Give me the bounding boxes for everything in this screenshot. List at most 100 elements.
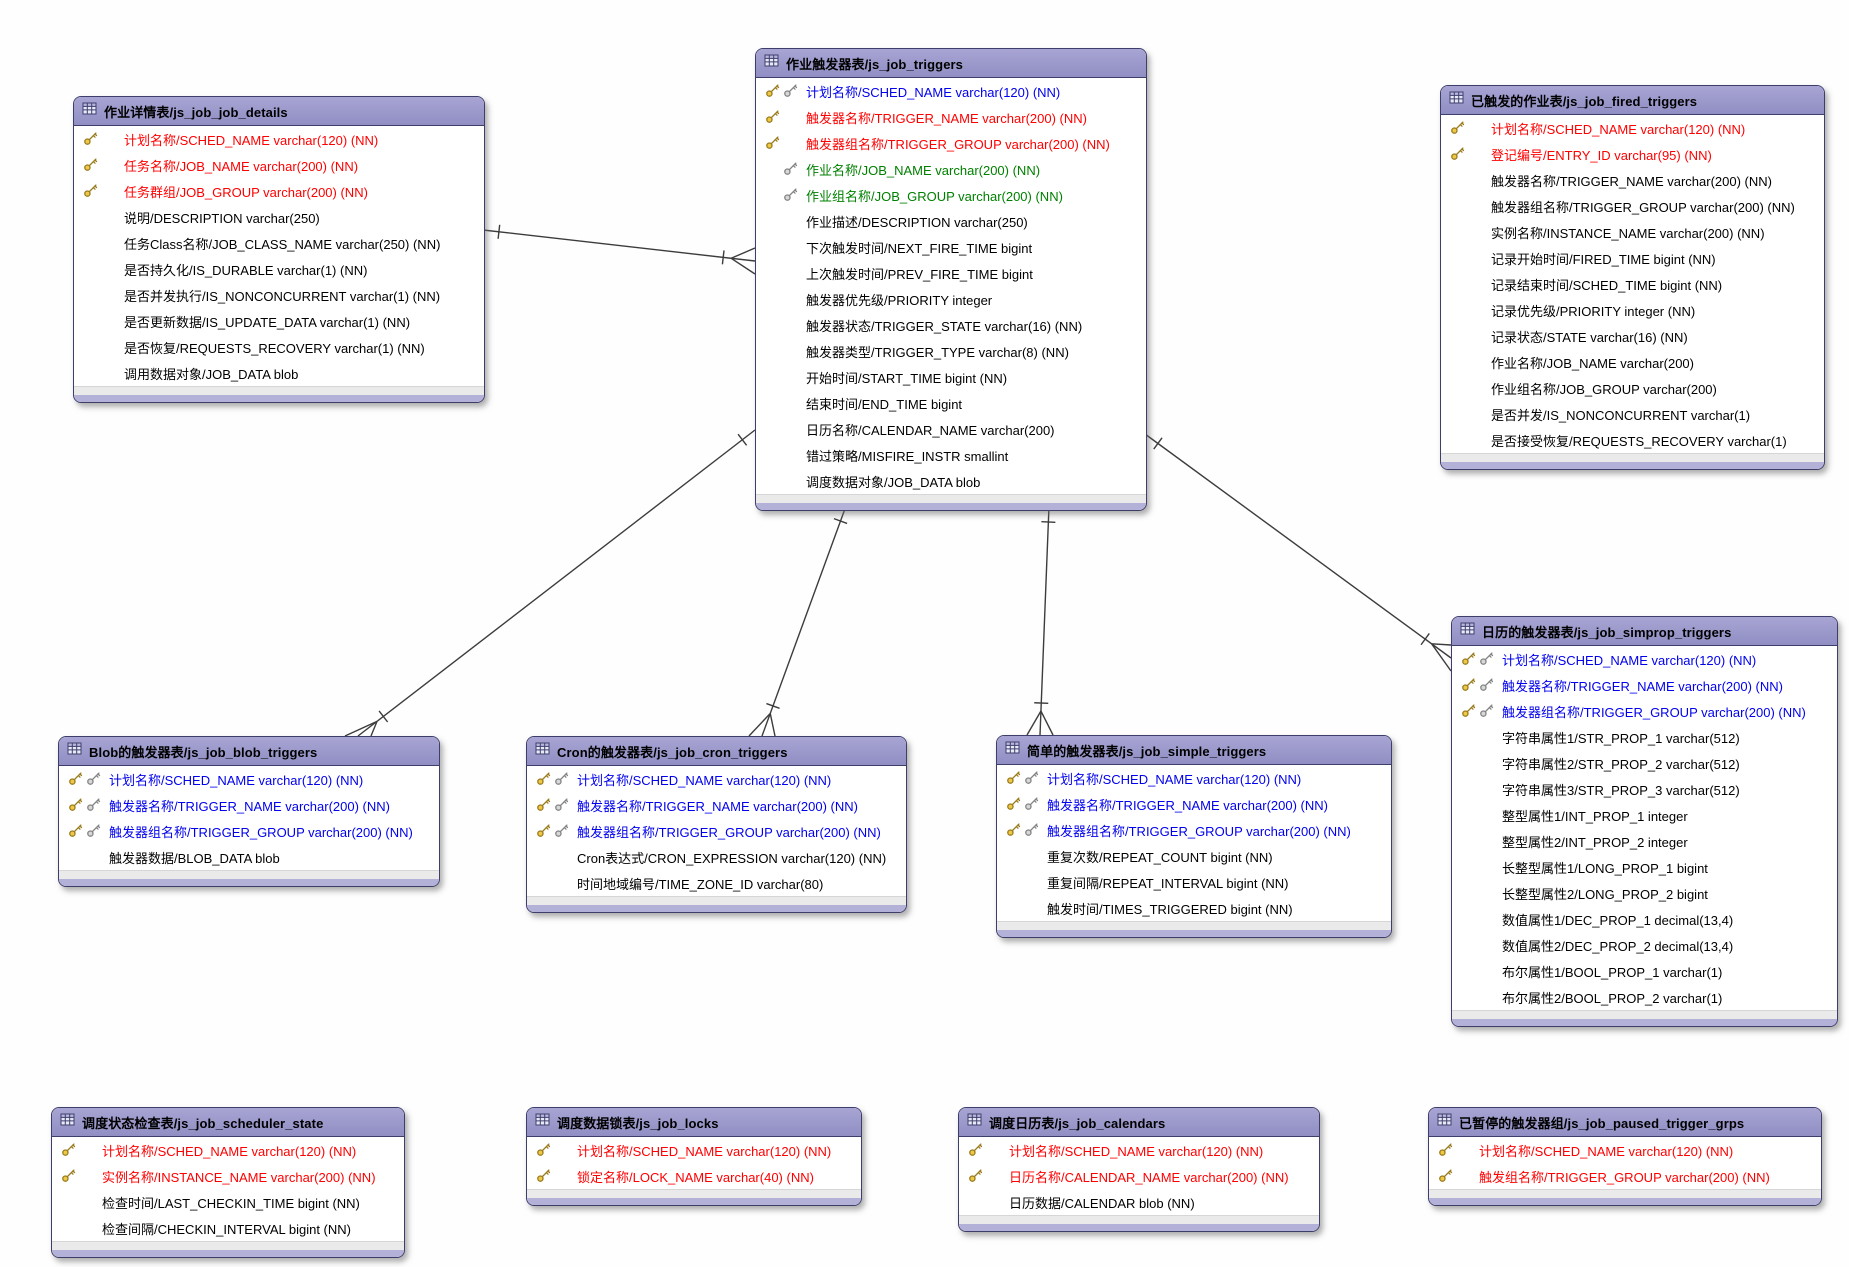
- field-row[interactable]: 记录状态/STATE varchar(16) (NN): [1441, 323, 1824, 349]
- field-row[interactable]: 是否并发/IS_NONCONCURRENT varchar(1): [1441, 401, 1824, 427]
- field-row[interactable]: 触发器组名称/TRIGGER_GROUP varchar(200) (NN): [997, 817, 1391, 843]
- field-row[interactable]: 作业组名称/JOB_GROUP varchar(200) (NN): [756, 182, 1146, 208]
- field-row[interactable]: 日历数据/CALENDAR blob (NN): [959, 1189, 1319, 1215]
- field-row[interactable]: 计划名称/SCHED_NAME varchar(120) (NN): [997, 765, 1391, 791]
- field-row[interactable]: 数值属性1/DEC_PROP_1 decimal(13,4): [1452, 906, 1837, 932]
- field-row[interactable]: 开始时间/START_TIME bigint (NN): [756, 364, 1146, 390]
- field-row[interactable]: 实例名称/INSTANCE_NAME varchar(200) (NN): [52, 1163, 404, 1189]
- field-row[interactable]: 整型属性2/INT_PROP_2 integer: [1452, 828, 1837, 854]
- field-row[interactable]: 计划名称/SCHED_NAME varchar(120) (NN): [59, 766, 439, 792]
- field-row[interactable]: 重复间隔/REPEAT_INTERVAL bigint (NN): [997, 869, 1391, 895]
- field-row[interactable]: 日历名称/CALENDAR_NAME varchar(200) (NN): [959, 1163, 1319, 1189]
- field-row[interactable]: 登记编号/ENTRY_ID varchar(95) (NN): [1441, 141, 1824, 167]
- field-row[interactable]: 任务群组/JOB_GROUP varchar(200) (NN): [74, 178, 484, 204]
- field-row[interactable]: 触发器组名称/TRIGGER_GROUP varchar(200) (NN): [756, 130, 1146, 156]
- field-row[interactable]: 触发器状态/TRIGGER_STATE varchar(16) (NN): [756, 312, 1146, 338]
- entity-header-js_job_cron_triggers[interactable]: Cron的触发器表/js_job_cron_triggers: [527, 737, 906, 766]
- field-row[interactable]: 触发器名称/TRIGGER_NAME varchar(200) (NN): [59, 792, 439, 818]
- field-row[interactable]: 是否持久化/IS_DURABLE varchar(1) (NN): [74, 256, 484, 282]
- field-row[interactable]: 是否接受恢复/REQUESTS_RECOVERY varchar(1): [1441, 427, 1824, 453]
- entity-header-js_job_simprop_triggers[interactable]: 日历的触发器表/js_job_simprop_triggers: [1452, 617, 1837, 646]
- field-row[interactable]: 任务名称/JOB_NAME varchar(200) (NN): [74, 152, 484, 178]
- field-row[interactable]: 触发器组名称/TRIGGER_GROUP varchar(200) (NN): [59, 818, 439, 844]
- field-row[interactable]: 检查间隔/CHECKIN_INTERVAL bigint (NN): [52, 1215, 404, 1241]
- field-row[interactable]: 整型属性1/INT_PROP_1 integer: [1452, 802, 1837, 828]
- field-row[interactable]: 计划名称/SCHED_NAME varchar(120) (NN): [527, 1137, 861, 1163]
- field-row[interactable]: 触发器名称/TRIGGER_NAME varchar(200) (NN): [997, 791, 1391, 817]
- field-row[interactable]: 作业描述/DESCRIPTION varchar(250): [756, 208, 1146, 234]
- field-row[interactable]: 记录优先级/PRIORITY integer (NN): [1441, 297, 1824, 323]
- field-row[interactable]: 计划名称/SCHED_NAME varchar(120) (NN): [74, 126, 484, 152]
- field-row[interactable]: 布尔属性1/BOOL_PROP_1 varchar(1): [1452, 958, 1837, 984]
- field-row[interactable]: 计划名称/SCHED_NAME varchar(120) (NN): [1429, 1137, 1821, 1163]
- field-row[interactable]: 锁定名称/LOCK_NAME varchar(40) (NN): [527, 1163, 861, 1189]
- entity-header-js_job_blob_triggers[interactable]: Blob的触发器表/js_job_blob_triggers: [59, 737, 439, 766]
- entity-header-js_job_job_details[interactable]: 作业详情表/js_job_job_details: [74, 97, 484, 126]
- field-row[interactable]: 错过策略/MISFIRE_INSTR smallint: [756, 442, 1146, 468]
- entity-header-js_job_triggers[interactable]: 作业触发器表/js_job_triggers: [756, 49, 1146, 78]
- field-row[interactable]: 计划名称/SCHED_NAME varchar(120) (NN): [527, 766, 906, 792]
- field-row[interactable]: 长整型属性1/LONG_PROP_1 bigint: [1452, 854, 1837, 880]
- field-row[interactable]: 触发器名称/TRIGGER_NAME varchar(200) (NN): [1452, 672, 1837, 698]
- field-row[interactable]: 记录开始时间/FIRED_TIME bigint (NN): [1441, 245, 1824, 271]
- entity-header-js_job_paused_trigger_grps[interactable]: 已暂停的触发器组/js_job_paused_trigger_grps: [1429, 1108, 1821, 1137]
- field-row[interactable]: 触发器类型/TRIGGER_TYPE varchar(8) (NN): [756, 338, 1146, 364]
- entity-header-js_job_scheduler_state[interactable]: 调度状态检查表/js_job_scheduler_state: [52, 1108, 404, 1137]
- field-row[interactable]: 作业组名称/JOB_GROUP varchar(200): [1441, 375, 1824, 401]
- field-row[interactable]: 触发组名称/TRIGGER_GROUP varchar(200) (NN): [1429, 1163, 1821, 1189]
- field-row[interactable]: 触发器数据/BLOB_DATA blob: [59, 844, 439, 870]
- field-row[interactable]: 字符串属性2/STR_PROP_2 varchar(512): [1452, 750, 1837, 776]
- field-row[interactable]: 触发器组名称/TRIGGER_GROUP varchar(200) (NN): [1452, 698, 1837, 724]
- field-row[interactable]: 是否恢复/REQUESTS_RECOVERY varchar(1) (NN): [74, 334, 484, 360]
- field-row[interactable]: 调度数据对象/JOB_DATA blob: [756, 468, 1146, 494]
- entity-header-js_job_locks[interactable]: 调度数据锁表/js_job_locks: [527, 1108, 861, 1137]
- field-row[interactable]: 调用数据对象/JOB_DATA blob: [74, 360, 484, 386]
- field-row[interactable]: 上次触发时间/PREV_FIRE_TIME bigint: [756, 260, 1146, 286]
- field-row[interactable]: 长整型属性2/LONG_PROP_2 bigint: [1452, 880, 1837, 906]
- entity-header-js_job_simple_triggers[interactable]: 简单的触发器表/js_job_simple_triggers: [997, 736, 1391, 765]
- field-row[interactable]: 作业名称/JOB_NAME varchar(200): [1441, 349, 1824, 375]
- field-row[interactable]: 触发时间/TIMES_TRIGGERED bigint (NN): [997, 895, 1391, 921]
- field-row[interactable]: 字符串属性1/STR_PROP_1 varchar(512): [1452, 724, 1837, 750]
- field-row[interactable]: 日历名称/CALENDAR_NAME varchar(200): [756, 416, 1146, 442]
- field-row[interactable]: 是否更新数据/IS_UPDATE_DATA varchar(1) (NN): [74, 308, 484, 334]
- field-row[interactable]: Cron表达式/CRON_EXPRESSION varchar(120) (NN…: [527, 844, 906, 870]
- entity-header-js_job_calendars[interactable]: 调度日历表/js_job_calendars: [959, 1108, 1319, 1137]
- field-row[interactable]: 下次触发时间/NEXT_FIRE_TIME bigint: [756, 234, 1146, 260]
- field-row[interactable]: 任务Class名称/JOB_CLASS_NAME varchar(250) (N…: [74, 230, 484, 256]
- field-row[interactable]: 结束时间/END_TIME bigint: [756, 390, 1146, 416]
- field-row[interactable]: 触发器名称/TRIGGER_NAME varchar(200) (NN): [527, 792, 906, 818]
- field-row[interactable]: 触发器优先级/PRIORITY integer: [756, 286, 1146, 312]
- field-row[interactable]: 说明/DESCRIPTION varchar(250): [74, 204, 484, 230]
- field-row[interactable]: 计划名称/SCHED_NAME varchar(120) (NN): [1452, 646, 1837, 672]
- field-row[interactable]: 计划名称/SCHED_NAME varchar(120) (NN): [1441, 115, 1824, 141]
- field-row[interactable]: 触发器名称/TRIGGER_NAME varchar(200) (NN): [756, 104, 1146, 130]
- field-row[interactable]: 计划名称/SCHED_NAME varchar(120) (NN): [756, 78, 1146, 104]
- field-row[interactable]: 记录结束时间/SCHED_TIME bigint (NN): [1441, 271, 1824, 297]
- field-row[interactable]: 字符串属性3/STR_PROP_3 varchar(512): [1452, 776, 1837, 802]
- field-row[interactable]: 时间地域编号/TIME_ZONE_ID varchar(80): [527, 870, 906, 896]
- field-row[interactable]: 触发器名称/TRIGGER_NAME varchar(200) (NN): [1441, 167, 1824, 193]
- field-row[interactable]: 触发器组名称/TRIGGER_GROUP varchar(200) (NN): [1441, 193, 1824, 219]
- entity-header-js_job_fired_triggers[interactable]: 已触发的作业表/js_job_fired_triggers: [1441, 86, 1824, 115]
- field-row[interactable]: 布尔属性2/BOOL_PROP_2 varchar(1): [1452, 984, 1837, 1010]
- field-row[interactable]: 数值属性2/DEC_PROP_2 decimal(13,4): [1452, 932, 1837, 958]
- field-row[interactable]: 作业名称/JOB_NAME varchar(200) (NN): [756, 156, 1146, 182]
- field-row[interactable]: 是否并发执行/IS_NONCONCURRENT varchar(1) (NN): [74, 282, 484, 308]
- field-row[interactable]: 计划名称/SCHED_NAME varchar(120) (NN): [959, 1137, 1319, 1163]
- field-row[interactable]: 计划名称/SCHED_NAME varchar(120) (NN): [52, 1137, 404, 1163]
- field-row[interactable]: 实例名称/INSTANCE_NAME varchar(200) (NN): [1441, 219, 1824, 245]
- field-row[interactable]: 触发器组名称/TRIGGER_GROUP varchar(200) (NN): [527, 818, 906, 844]
- field-row[interactable]: 重复次数/REPEAT_COUNT bigint (NN): [997, 843, 1391, 869]
